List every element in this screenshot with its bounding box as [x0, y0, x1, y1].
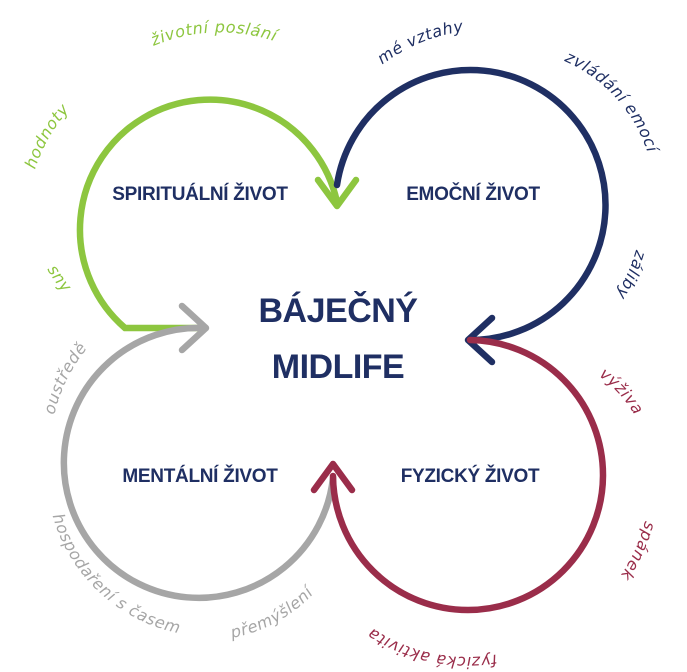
spiritual-label-3: sny — [44, 261, 76, 296]
spiritual-arrow-head — [314, 176, 360, 210]
center-title-line1: BÁJEČNÝ — [259, 291, 419, 330]
mental-arrow-head — [178, 302, 210, 354]
spiritual-label-2: hodnoty — [21, 100, 73, 171]
emotional-label-1: mé vztahy — [374, 16, 465, 68]
emotional-label-2: zvládání emocí — [561, 47, 662, 157]
spiritual-label-1: životní poslání — [147, 17, 282, 50]
mental-arc-curve — [60, 324, 337, 602]
physical-label-1: výživa — [596, 364, 648, 418]
physical-arrow-head — [310, 460, 356, 494]
center-title-line2: MIDLIFE — [272, 348, 404, 386]
mental-arc — [60, 302, 337, 602]
physical-arc — [310, 336, 607, 614]
mental-label-2: hospodaření s časem — [49, 511, 183, 637]
physical-title: FYZICKÝ ŽIVOT — [401, 465, 540, 487]
physical-label-2: spánek — [617, 520, 660, 585]
mental-title: MENTÁLNÍ ŽIVOT — [122, 465, 278, 487]
emotional-label-3: záliby — [612, 247, 651, 303]
spiritual-arc — [76, 96, 360, 332]
spiritual-title: SPIRITUÁLNÍ ŽIVOT — [112, 183, 288, 205]
mental-label-1: soustředění — [0, 0, 91, 416]
emotional-arc-curve — [333, 66, 609, 344]
emotional-title: EMOČNÍ ŽIVOT — [406, 183, 540, 205]
physical-label-3: fyzická aktivita — [364, 624, 499, 672]
spiritual-arc-curve — [76, 96, 341, 332]
physical-arc-curve — [329, 336, 607, 614]
